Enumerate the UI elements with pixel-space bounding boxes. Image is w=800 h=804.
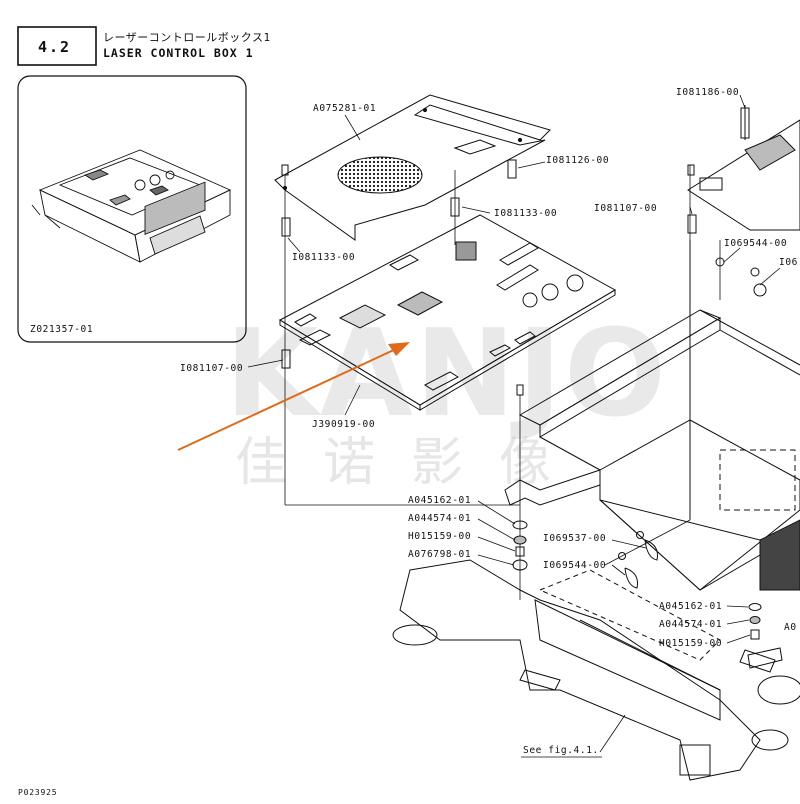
reference-callout: See fig.4.1. [521, 745, 602, 758]
standoff-icon [281, 217, 291, 237]
label-cover-plate: A075281-01 [313, 103, 376, 114]
part-labels: A075281-01 I081126-00 I081186-00 I081133… [180, 87, 798, 649]
inset-part-code: Z021357-01 [30, 324, 93, 335]
leader-lines [247, 94, 781, 753]
label-part-r-cut: A0 [784, 622, 797, 633]
label-standoff-left: I081133-00 [292, 252, 355, 263]
inset-assembly-drawing [31, 149, 232, 263]
section-header: 4.2 レーザーコントロールボックス1 LASER CONTROL BOX 1 [17, 26, 271, 66]
watermark: KANJO 佳诺影像 [225, 305, 668, 493]
title-english: LASER CONTROL BOX 1 [103, 46, 254, 60]
screw-icon [516, 384, 524, 396]
screw-icon [618, 552, 626, 560]
label-standoff-right-top: I081186-00 [676, 87, 739, 98]
watermark-chinese: 佳诺影像 [235, 433, 587, 493]
label-spacer-top: I081126-00 [546, 155, 609, 166]
watermark-latin: KANJO [225, 305, 668, 444]
highlight-arrow [177, 342, 410, 451]
spacer-icon [507, 159, 517, 179]
label-pcb-main: J390919-00 [312, 419, 375, 430]
screw-icon [281, 164, 289, 176]
bracket-icon [747, 647, 783, 669]
label-clip-right-2: I06 [779, 257, 798, 268]
chassis-tray [504, 240, 800, 591]
standoff-icon [281, 349, 291, 369]
clip-icon [644, 539, 658, 561]
main-pcb [278, 214, 617, 411]
spacer-icon [750, 629, 760, 640]
right-top-pcb [687, 105, 800, 231]
explode-lines [284, 165, 721, 600]
clip-icon [624, 567, 638, 589]
label-standoff-right: I081107-00 [594, 203, 657, 214]
section-number: 4.2 [38, 38, 71, 56]
label-clip-mid-2: I069544-00 [543, 560, 606, 571]
title-japanese: レーザーコントロールボックス1 [103, 31, 271, 44]
label-standoff-lower-left: I081107-00 [180, 363, 243, 374]
lower-frame [392, 559, 800, 781]
label-washer-r1: A045162-01 [659, 601, 722, 612]
clip-icon [753, 283, 767, 297]
label-spacer-r: H015159-00 [659, 638, 722, 649]
section-number-box [17, 26, 97, 66]
inset-panel: Z021357-01 [17, 75, 247, 343]
drawing-code: P023925 [18, 788, 57, 797]
label-washer-2: A044574-01 [408, 513, 471, 524]
washer-icon [513, 535, 527, 545]
screw-icon [750, 267, 760, 277]
label-foot-1: A076798-01 [408, 549, 471, 560]
spacer-icon [515, 546, 525, 557]
label-clip-right-1: I069544-00 [724, 238, 787, 249]
label-washer-1: A045162-01 [408, 495, 471, 506]
washer-icon [512, 520, 528, 530]
label-standoff-mid: I081133-00 [494, 208, 557, 219]
washer-icon [749, 616, 761, 624]
label-washer-r2: A044574-01 [659, 619, 722, 630]
screw-icon [636, 531, 644, 539]
label-clip-mid-1: I069537-00 [543, 533, 606, 544]
reference-text: See fig.4.1. [523, 745, 599, 756]
standoff-icon [687, 214, 697, 234]
standoff-icon [450, 197, 460, 217]
washer-icon [748, 603, 762, 611]
screw-icon [687, 164, 695, 176]
cover-plate [274, 94, 551, 241]
label-spacer-1: H015159-00 [408, 531, 471, 542]
